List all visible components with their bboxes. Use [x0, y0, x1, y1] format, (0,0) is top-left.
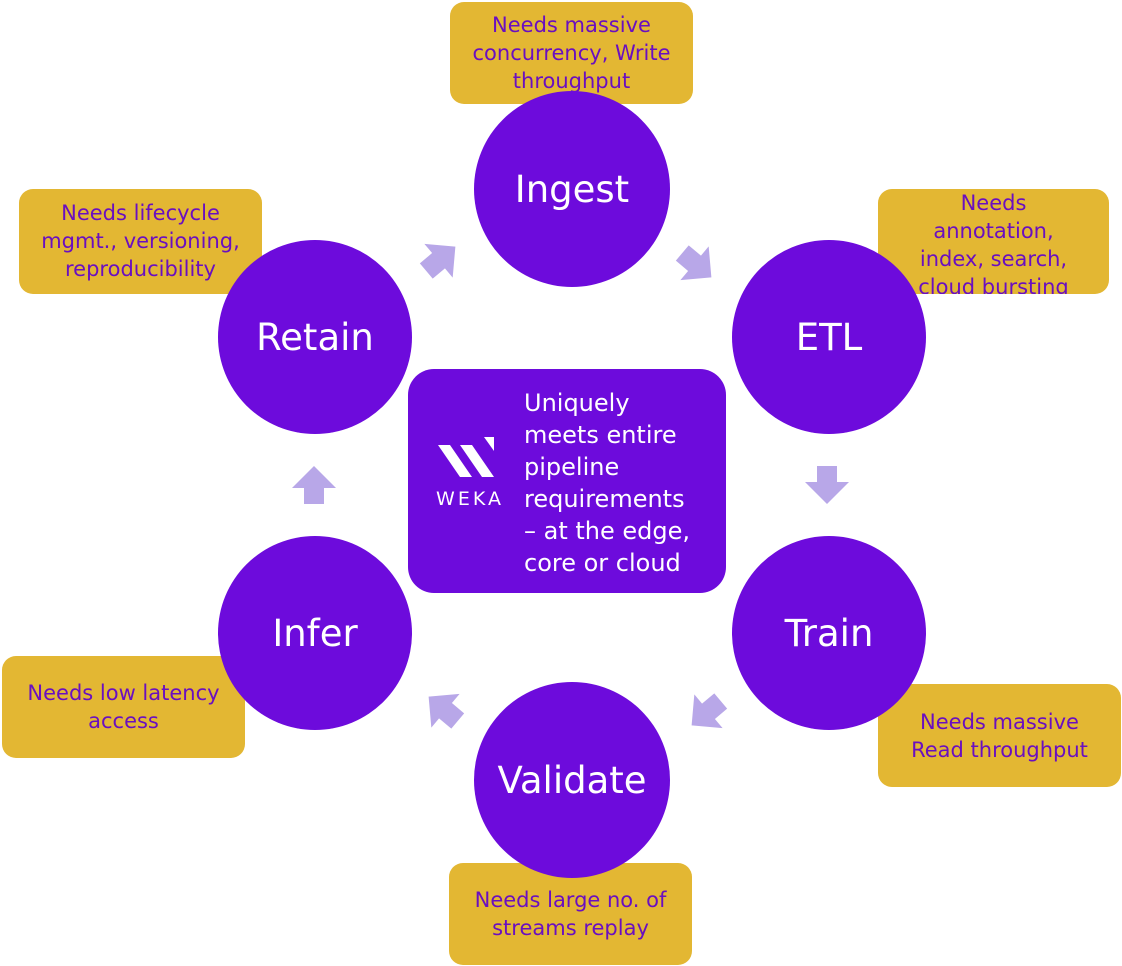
note-validate: Needs large no. of streams replay — [449, 863, 692, 965]
stage-infer: Infer — [218, 536, 412, 730]
center-summary-box: WEKA Uniquely meets entire pipeline requ… — [408, 369, 726, 593]
arrow-validate-to-infer — [414, 679, 472, 738]
note-etl: Needs annotation, index, search, cloud b… — [878, 189, 1109, 294]
weka-logo: WEKA — [430, 431, 510, 521]
arrow-retain-to-ingest — [412, 229, 470, 288]
arrow-train-to-validate — [677, 684, 735, 743]
arrow-infer-to-retain — [292, 466, 336, 504]
note-ingest: Needs massive concurrency, Write through… — [450, 2, 693, 104]
arrow-ingest-to-etl — [668, 236, 726, 295]
stage-etl: ETL — [732, 240, 926, 434]
note-train: Needs massive Read throughput — [878, 684, 1121, 787]
weka-logo-icon — [438, 437, 494, 477]
arrow-etl-to-train — [805, 466, 849, 504]
weka-logo-text: WEKA — [436, 488, 504, 510]
note-retain: Needs lifecycle mgmt., versioning, repro… — [19, 189, 262, 294]
stage-validate: Validate — [474, 682, 670, 878]
stage-train: Train — [732, 536, 926, 730]
note-infer: Needs low latency access — [2, 656, 245, 758]
center-description: Uniquely meets entire pipeline requireme… — [524, 389, 691, 577]
stage-retain: Retain — [218, 240, 412, 434]
stage-ingest: Ingest — [474, 91, 670, 287]
